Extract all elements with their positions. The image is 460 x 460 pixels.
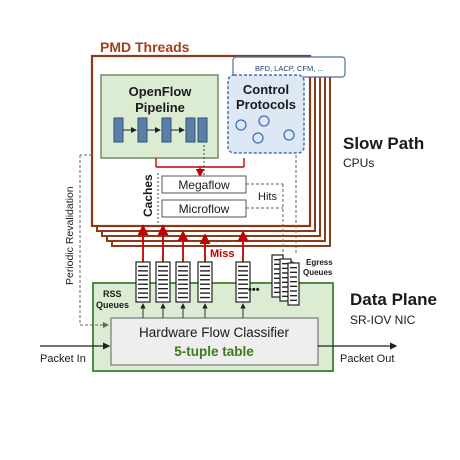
protocol-cycle-icons [235,115,295,144]
data-plane-title: Data Plane [350,290,437,309]
miss-label: Miss [210,248,234,260]
control-line2: Protocols [236,97,296,112]
queue-icon [135,261,151,303]
caches-label: Caches [141,174,155,217]
data-plane-subtitle: SR-IOV NIC [350,313,416,327]
classifier-to-queues [140,303,246,318]
queue-icon [287,262,300,306]
egress-label-line1: Egress [306,258,333,267]
openflow-pipeline-box: OpenFlow Pipeline [100,74,219,159]
microflow-label: Microflow [179,202,230,216]
slow-path-subtitle: CPUs [343,156,374,170]
packet-in-label: Packet In [40,353,86,365]
egress-label-line2: Queues [303,268,333,277]
pipeline-to-cache-arrows [155,158,245,178]
packet-out-label: Packet Out [340,353,394,365]
hardware-classifier-box [110,317,319,366]
rss-queues [135,261,251,303]
egress-queues [271,254,300,306]
slow-path-title: Slow Path [343,134,424,153]
hits-label: Hits [258,191,277,203]
rss-label-line2: Queues [96,300,129,310]
periodic-revalidation-label: Periodic Revalidation [64,186,76,285]
queue-icon [155,261,171,303]
revalidation-path [79,154,109,328]
openflow-line1: OpenFlow [129,84,193,99]
classifier-title: Hardware Flow Classifier [139,325,290,340]
openflow-line2: Pipeline [135,100,185,115]
rss-label-line1: RSS [103,289,122,299]
miss-arrows [137,224,249,262]
protocols-badge: BFD, LACP, CFM, ... [232,56,346,78]
classifier-subtitle: 5-tuple table [174,344,254,359]
megaflow-label: Megaflow [178,178,230,192]
pmd-threads-title: PMD Threads [100,39,190,55]
pipeline-tables [113,117,208,143]
queue-icon [235,261,251,303]
queue-icon [175,261,191,303]
control-protocols-box: Control Protocols [227,74,305,154]
protocols-badge-label: BFD, LACP, CFM, ... [255,64,324,73]
rss-ellipsis: ••• [248,284,260,296]
control-line1: Control [243,82,289,97]
queue-icon [197,261,213,303]
